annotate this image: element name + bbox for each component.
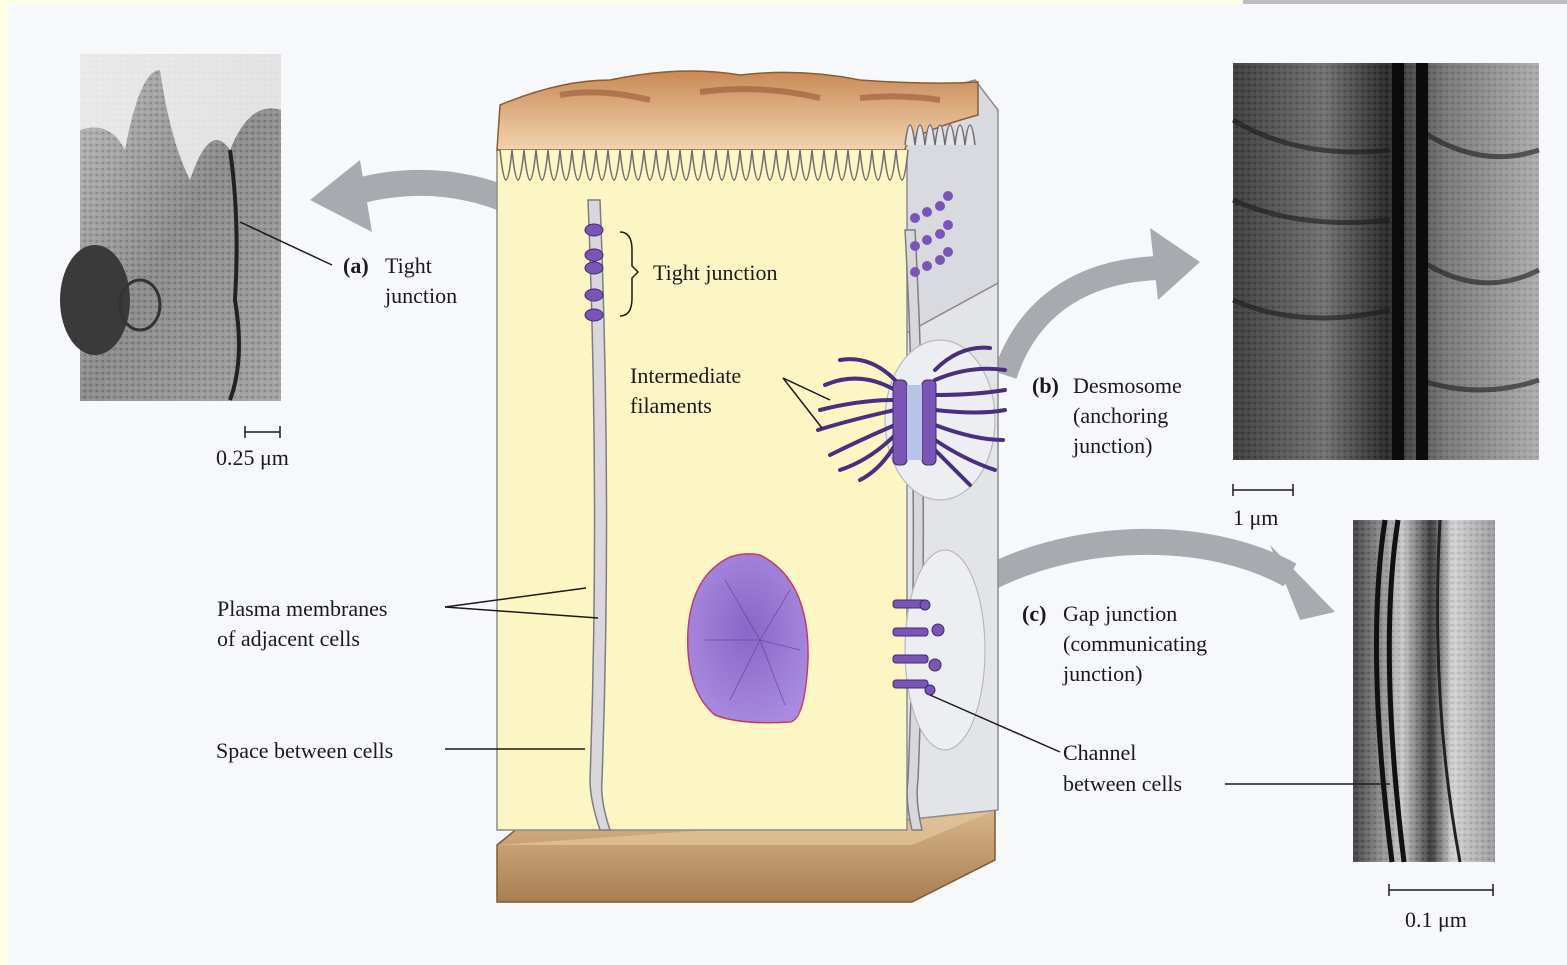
panel-c-title-line3: junction) xyxy=(1062,661,1142,686)
panel-c-letter: (c) xyxy=(1022,601,1046,626)
channel-between-cells-line2: between cells xyxy=(1063,771,1182,796)
plasma-membranes-line2: of adjacent cells xyxy=(217,626,360,651)
intermediate-filaments-line1: Intermediate xyxy=(630,363,741,388)
panel-c-title-line2: (communicating xyxy=(1063,631,1207,656)
panel-a-scale: 0.25 μm xyxy=(216,445,289,470)
micrograph-a-tight-junction xyxy=(60,54,281,401)
plasma-membranes-line1: Plasma membranes xyxy=(217,596,387,621)
panel-b-letter: (b) xyxy=(1032,373,1059,398)
space-between-cells-label: Space between cells xyxy=(216,738,393,763)
channel-between-cells-line1: Channel xyxy=(1063,740,1136,765)
panel-b-scale: 1 μm xyxy=(1233,505,1278,530)
panel-b-title-line1: Desmosome xyxy=(1073,373,1182,398)
panel-a-letter: (a) xyxy=(343,253,369,278)
epithelial-cell-block xyxy=(497,71,1005,902)
arrow-to-micrograph-b xyxy=(1005,228,1200,375)
panel-b-title-line2: (anchoring xyxy=(1073,403,1168,428)
micrograph-c-gap-junction xyxy=(1353,520,1495,862)
panel-c-title-line1: Gap junction xyxy=(1063,601,1177,626)
micrograph-b-desmosome xyxy=(1233,63,1539,460)
intermediate-filaments-line2: filaments xyxy=(630,393,712,418)
tight-junction-label: Tight junction xyxy=(653,260,778,285)
panel-a-title-line2: junction xyxy=(384,283,457,308)
panel-b-title-line3: junction) xyxy=(1072,433,1152,458)
panel-a-title-line1: Tight xyxy=(385,253,432,278)
panel-c-scale: 0.1 μm xyxy=(1405,907,1467,932)
